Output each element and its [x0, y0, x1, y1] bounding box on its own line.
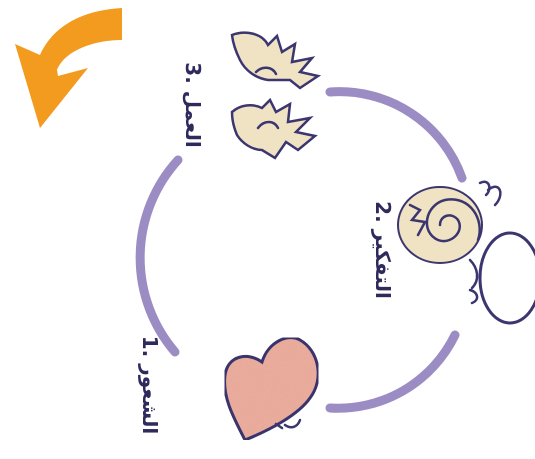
- label-thinking: 2. التفكير: [371, 201, 395, 299]
- label-action: 3. العمل: [181, 62, 205, 147]
- cycle-arc-left: [140, 160, 178, 352]
- label-feeling: 1. الشعور: [138, 336, 162, 435]
- heart-icon: [225, 338, 319, 440]
- orange-arrow-icon: [15, 8, 122, 128]
- hands-icon: [232, 33, 318, 158]
- cycle-arc-top: [330, 92, 462, 178]
- thinking-head-icon: [398, 182, 535, 323]
- cycle-arc-right: [330, 335, 455, 408]
